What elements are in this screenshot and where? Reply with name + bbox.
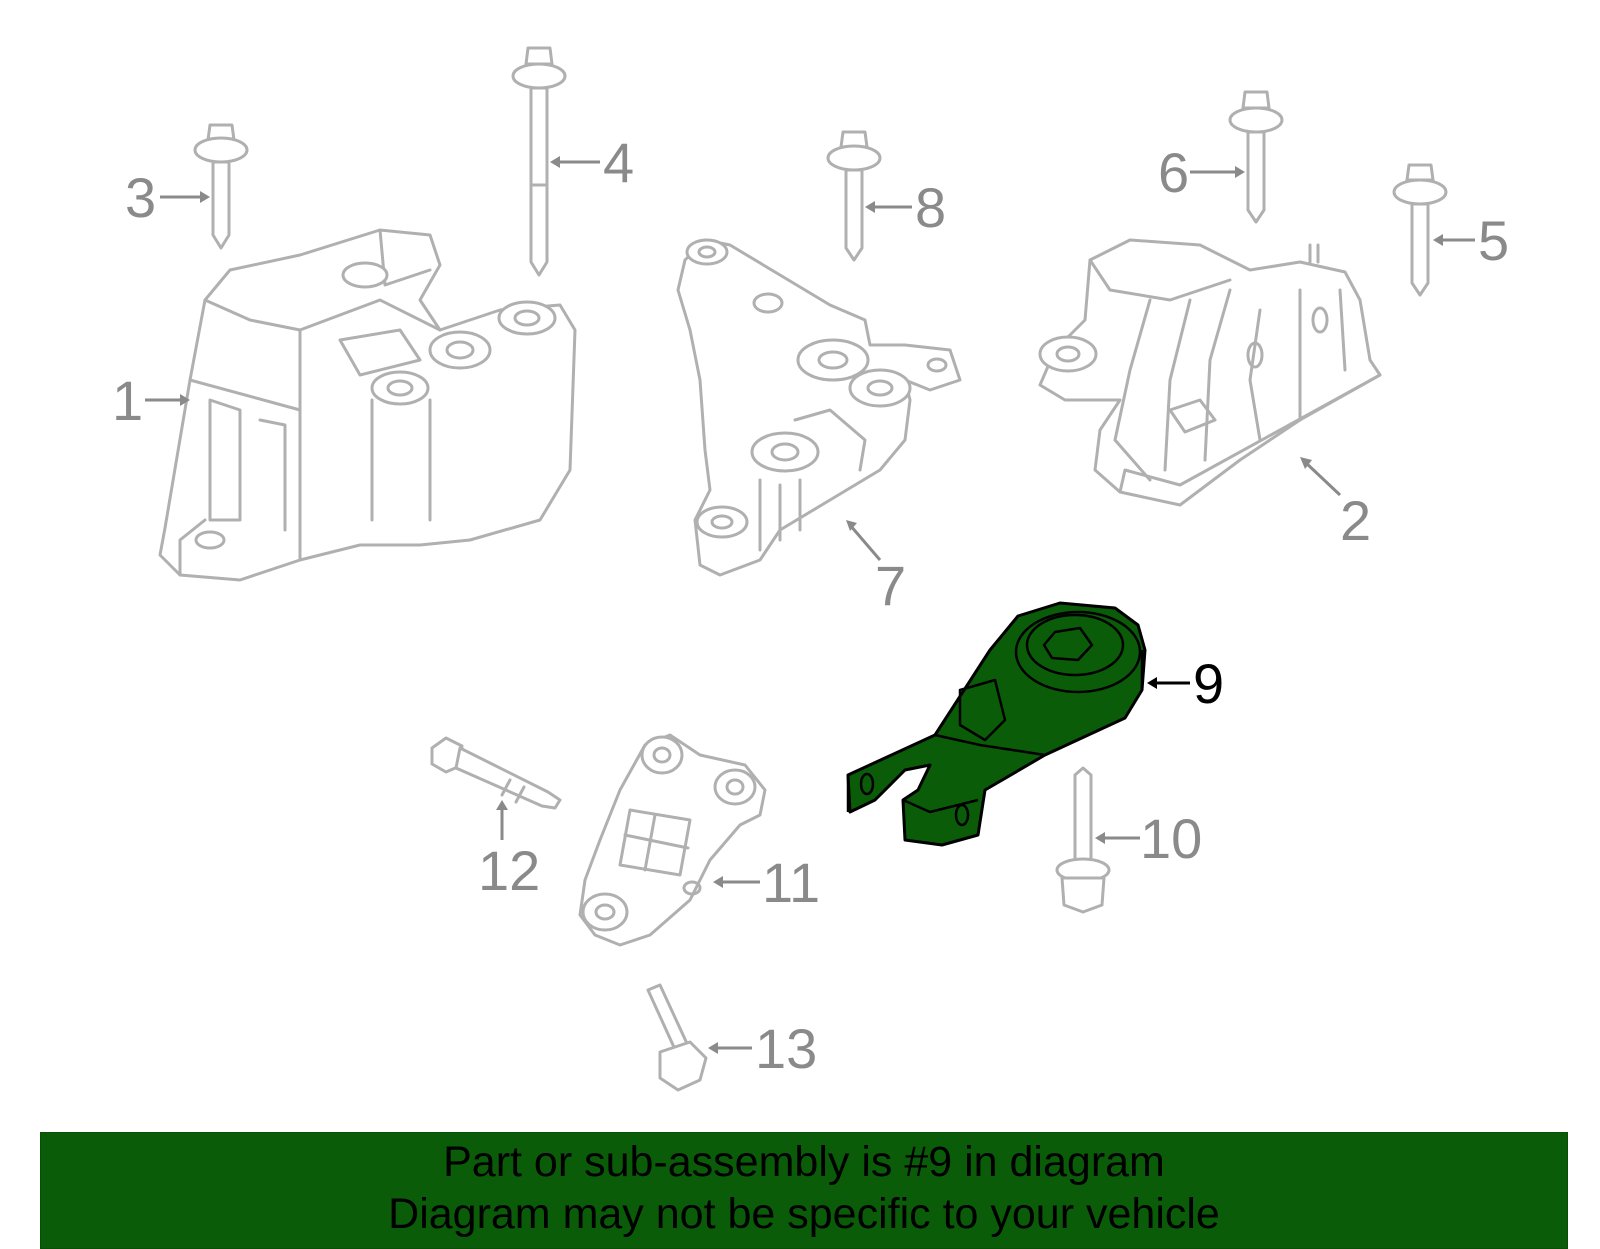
- part-13-bolt[interactable]: [646, 983, 708, 1092]
- arrowhead-12: [496, 800, 508, 810]
- callout-11: 11: [762, 851, 820, 914]
- part-3-bolt[interactable]: [193, 123, 249, 250]
- part-12-bolt[interactable]: [430, 736, 562, 810]
- part-2-engine-mount[interactable]: [1038, 238, 1382, 507]
- callout-7: 7: [875, 554, 906, 617]
- banner-disclaimer: Diagram may not be specific to your vehi…: [388, 1190, 1220, 1238]
- callout-6: 6: [1158, 141, 1189, 204]
- arrowhead-2: [1300, 457, 1312, 469]
- part-5-bolt[interactable]: [1392, 163, 1448, 297]
- part-1-engine-mount[interactable]: [158, 228, 577, 582]
- part-9-torque-strut-mount[interactable]: [846, 601, 1147, 847]
- arrowhead-11: [713, 876, 723, 888]
- callout-13: 13: [755, 1017, 817, 1080]
- arrowhead-10: [1095, 832, 1105, 844]
- banner-part-info: Part or sub-assembly is #9 in diagram: [443, 1138, 1165, 1186]
- callout-numbers: 1 2 3 4 5 6 7 8 9 10 11 12 13: [112, 131, 1509, 1080]
- part-10-bolt[interactable]: [1055, 766, 1111, 914]
- callout-1: 1: [112, 369, 143, 432]
- callout-9: 9: [1193, 652, 1224, 715]
- arrowhead-1: [180, 394, 190, 406]
- part-11-bracket[interactable]: [578, 733, 767, 947]
- part-8-bolt[interactable]: [826, 130, 882, 262]
- callout-4: 4: [603, 131, 634, 194]
- arrowhead-8: [865, 201, 875, 213]
- callout-10: 10: [1140, 807, 1202, 870]
- callout-leaders: [145, 156, 1475, 1054]
- arrowhead-5: [1433, 234, 1443, 246]
- leader-2: [1303, 460, 1342, 497]
- callout-5: 5: [1478, 209, 1509, 272]
- arrowhead-4: [550, 156, 560, 168]
- arrowhead-9: [1147, 677, 1157, 689]
- part-6-bolt[interactable]: [1228, 90, 1284, 224]
- callout-3: 3: [125, 166, 156, 229]
- callout-12: 12: [478, 839, 540, 902]
- part-4-bolt[interactable]: [511, 46, 567, 277]
- arrowhead-6: [1235, 166, 1245, 178]
- callout-8: 8: [915, 176, 946, 239]
- callout-2: 2: [1340, 489, 1371, 552]
- info-banner: Part or sub-assembly is #9 in diagram Di…: [40, 1132, 1568, 1249]
- arrowhead-13: [708, 1042, 718, 1054]
- leader-7: [848, 524, 882, 561]
- arrowhead-3: [200, 191, 210, 203]
- arrowhead-7: [846, 520, 857, 531]
- part-7-bracket[interactable]: [676, 238, 962, 577]
